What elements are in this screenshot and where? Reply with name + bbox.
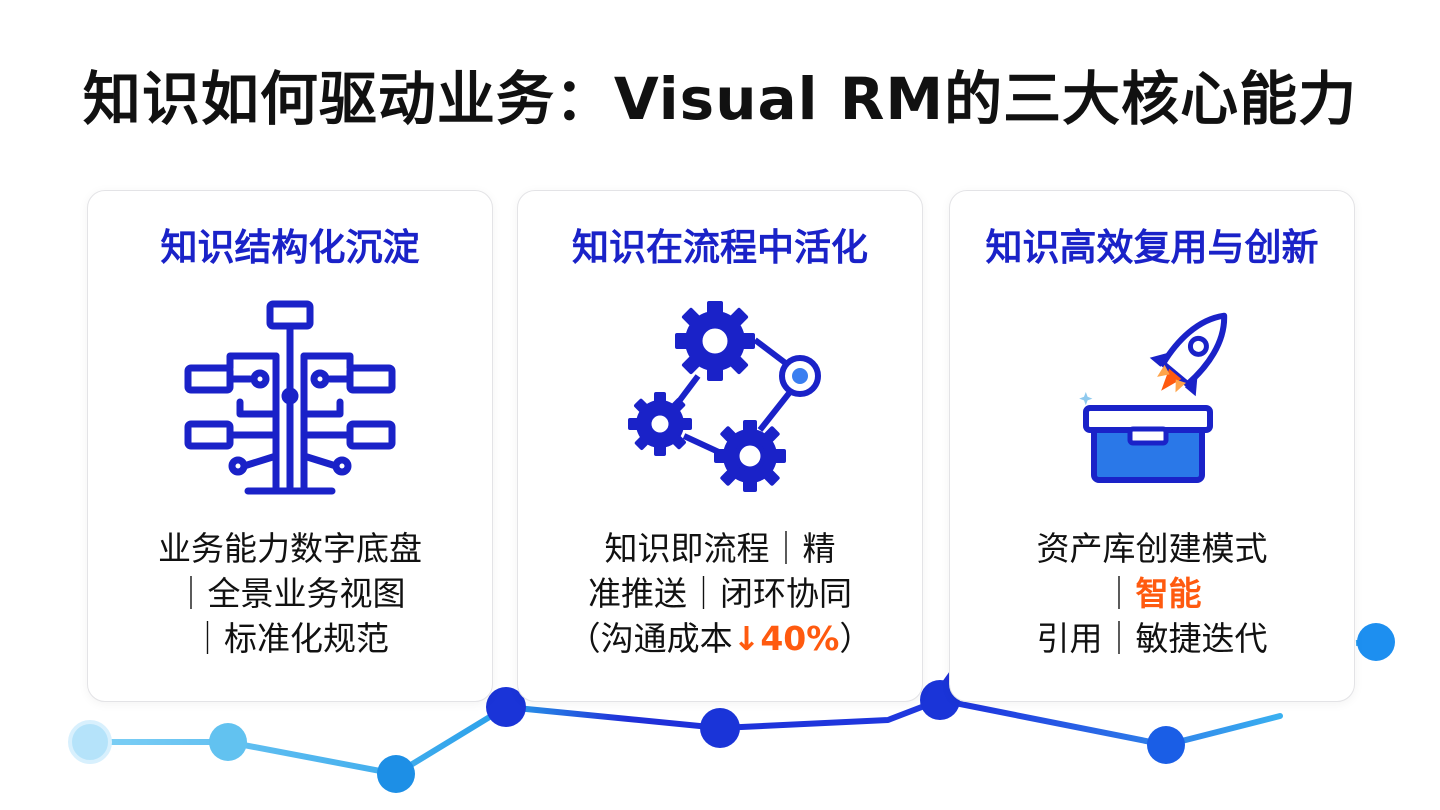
capability-card-structuring: 知识结构化沉淀 业务能力数字 <box>87 190 493 702</box>
trend-dot <box>377 755 415 793</box>
card-title: 知识结构化沉淀 <box>160 226 420 269</box>
description-text: ｜ <box>1102 574 1136 613</box>
trend-dot <box>68 720 112 764</box>
description-line: （沟通成本↓40%） <box>534 616 906 661</box>
trend-dot <box>1147 726 1185 764</box>
card-description: 业务能力数字底盘 ｜全景业务视图 ｜标准化规范 <box>104 526 476 661</box>
rocket-box-icon <box>1042 296 1262 510</box>
description-line: ｜全景业务视图 <box>104 571 476 616</box>
description-line: 知识即流程｜精 <box>534 526 906 571</box>
capability-card-activation: 知识在流程中活化 <box>517 190 923 702</box>
description-text: ｜标准化规范 <box>191 619 389 658</box>
highlight-text: ↓40% <box>732 619 840 658</box>
description-text: ） <box>839 619 873 658</box>
card-title: 知识在流程中活化 <box>572 226 868 269</box>
description-line: ｜智能 <box>966 571 1338 616</box>
gears-network-icon <box>610 296 830 510</box>
card-title: 知识高效复用与创新 <box>985 226 1319 269</box>
description-text: 资产库创建模式 <box>1036 529 1268 568</box>
description-line: ｜标准化规范 <box>104 616 476 661</box>
description-line: 资产库创建模式 <box>966 526 1338 571</box>
trend-dot <box>486 687 526 727</box>
trend-dot <box>1357 623 1395 661</box>
description-text: 知识即流程｜精 <box>604 529 836 568</box>
highlight-text: 智能 <box>1135 574 1202 613</box>
tree-diagram-icon <box>180 296 400 510</box>
trend-dot <box>209 723 247 761</box>
capability-card-reuse: 知识高效复用与创新 资产库创建模式｜智能引用｜敏捷迭代 <box>949 190 1355 702</box>
description-text: （沟通成本 <box>567 619 733 658</box>
description-line: 准推送｜闭环协同 <box>534 571 906 616</box>
description-line: 引用｜敏捷迭代 <box>966 616 1338 661</box>
description-line: 业务能力数字底盘 <box>104 526 476 571</box>
description-text: 准推送｜闭环协同 <box>588 574 852 613</box>
description-text: ｜全景业务视图 <box>174 574 406 613</box>
card-description: 资产库创建模式｜智能引用｜敏捷迭代 <box>966 526 1338 661</box>
trend-dot <box>700 708 740 748</box>
description-text: 引用｜敏捷迭代 <box>1036 619 1268 658</box>
page-title: 知识如何驱动业务：Visual RM的三大核心能力 <box>82 65 1358 133</box>
description-text: 业务能力数字底盘 <box>158 529 422 568</box>
card-description: 知识即流程｜精准推送｜闭环协同（沟通成本↓40%） <box>534 526 906 661</box>
